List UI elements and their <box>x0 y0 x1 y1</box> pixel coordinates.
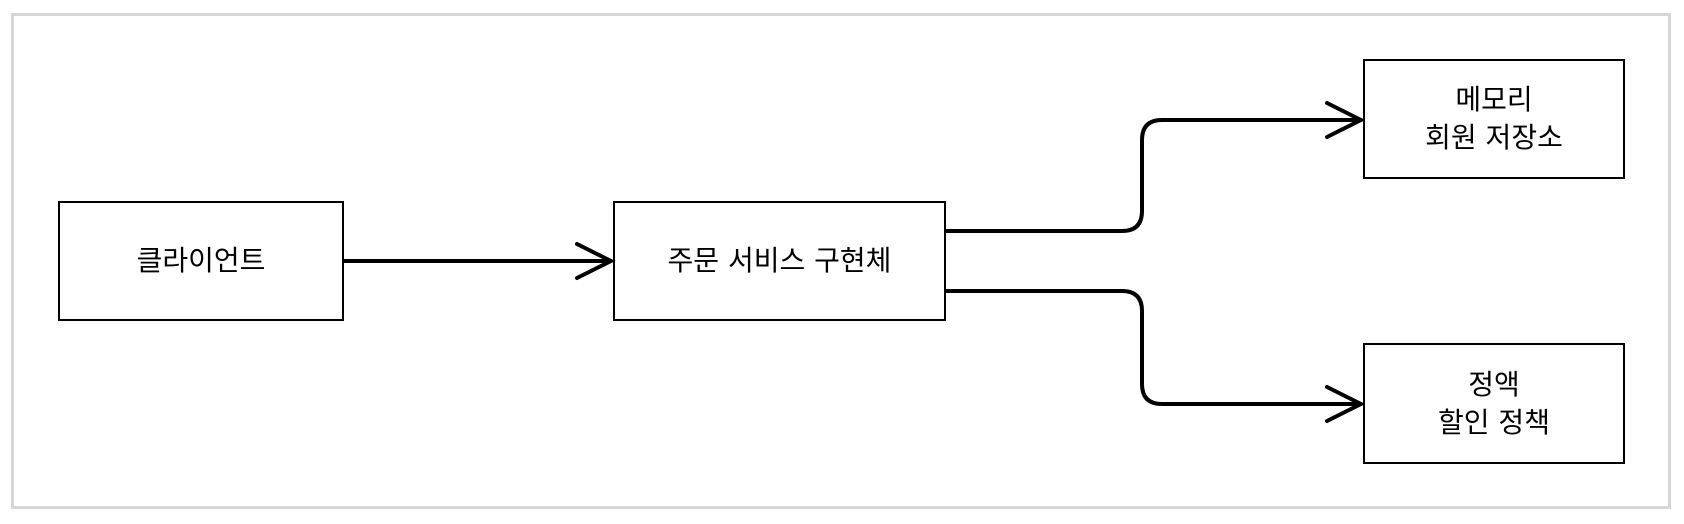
edge-service-to-discount <box>944 289 1363 406</box>
node-fixed-discount-policy-label: 정액 할인 정책 <box>1438 367 1550 439</box>
arrowhead-client-to-service <box>575 242 613 280</box>
node-fixed-discount-policy: 정액 할인 정책 <box>1363 343 1625 464</box>
arrowhead-service-to-memory <box>1325 101 1363 139</box>
node-memory-member-repository: 메모리 회원 저장소 <box>1363 59 1625 179</box>
edge-service-to-memory <box>944 118 1363 233</box>
arrowhead-service-to-discount <box>1325 385 1363 423</box>
node-client: 클라이언트 <box>58 201 344 321</box>
node-memory-member-repository-label: 메모리 회원 저장소 <box>1425 83 1563 154</box>
node-order-service-impl-label: 주문 서비스 구현체 <box>667 244 892 277</box>
node-order-service-impl: 주문 서비스 구현체 <box>613 201 946 321</box>
node-client-label: 클라이언트 <box>136 244 266 277</box>
